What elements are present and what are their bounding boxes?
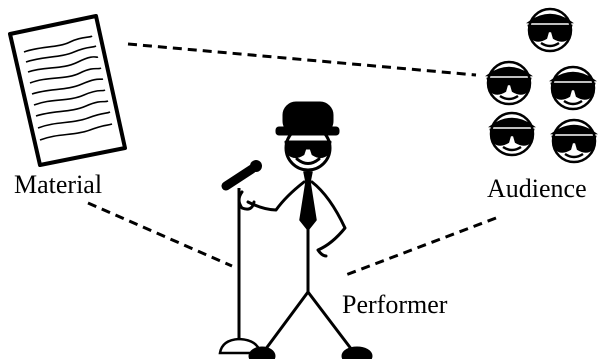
performer-label: Performer <box>342 292 447 318</box>
audience-face-middle-left <box>488 62 530 104</box>
stick-figure-performer-icon <box>239 103 371 359</box>
audience-faces-icon <box>488 9 595 162</box>
audience-face-bottom-left <box>491 113 533 155</box>
connector-material-audience <box>128 44 476 75</box>
microphone-icon <box>220 160 262 353</box>
document-icon <box>10 16 125 165</box>
audience-face-bottom-right <box>553 120 595 162</box>
audience-face-middle-right <box>552 67 594 109</box>
audience-label: Audience <box>487 176 587 202</box>
connector-audience-performer <box>343 218 496 276</box>
connector-material-performer <box>88 203 232 266</box>
material-label: Material <box>14 172 102 198</box>
audience-face-top <box>529 9 571 51</box>
